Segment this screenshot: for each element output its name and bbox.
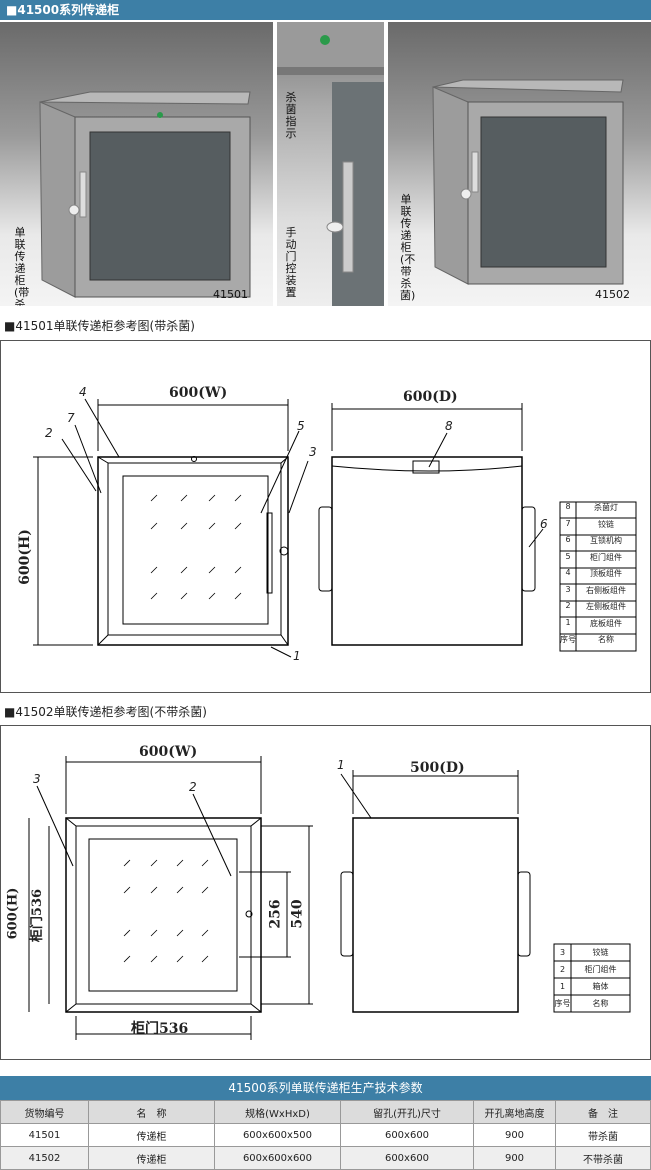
- callout-6: 6: [540, 517, 548, 531]
- section-header: ■41500系列传递柜: [0, 0, 651, 20]
- spec-col: 留孔(开孔)尺寸: [340, 1100, 474, 1124]
- spec-table: 货物编号 名 称 规格(WxHxD) 留孔(开孔)尺寸 开孔离地高度 备 注 4…: [0, 1100, 651, 1170]
- part-name: 顶板组件: [590, 569, 622, 578]
- photo3-side-label: 单联传递柜(不带杀菌): [400, 193, 416, 302]
- spec-cell: 传递柜: [88, 1146, 215, 1170]
- cabinet-illustration-1: [39, 91, 251, 298]
- spec-cell: 900: [473, 1146, 556, 1170]
- door-width-label: 柜门536: [131, 1021, 189, 1037]
- spec-col: 名 称: [88, 1100, 215, 1124]
- spec-col: 开孔离地高度: [473, 1100, 556, 1124]
- spec-col: 规格(WxHxD): [214, 1100, 341, 1124]
- callout-3: 3: [33, 772, 41, 786]
- callout-5: 5: [297, 419, 305, 433]
- glass-marks-2: [123, 859, 209, 963]
- part-name: 右侧板组件: [586, 585, 626, 595]
- part-no: 4: [565, 568, 571, 577]
- spec-title: 41500系列单联传递柜生产技术参数: [0, 1076, 651, 1100]
- parts-header-no: 序号: [554, 999, 571, 1008]
- callout-4: 4: [79, 385, 87, 399]
- spec-cell: 不带杀菌: [555, 1146, 651, 1170]
- part-no: 8: [565, 502, 571, 511]
- callout-1: 1: [293, 649, 301, 663]
- part-name: 杀菌灯: [594, 503, 618, 512]
- photo1-code: 41501: [213, 288, 248, 301]
- part-name: 铰链: [598, 519, 614, 529]
- callout-3: 3: [309, 445, 317, 459]
- photo2-label-top: 杀菌指示: [285, 91, 297, 140]
- side-depth-label: 600(D): [403, 389, 458, 405]
- drawing-41501: 600(W) 600(H) 600(D) 4 7 2 5 3 1 8 6 8 杀菌…: [0, 340, 651, 693]
- spec-col: 备 注: [555, 1100, 651, 1124]
- parts-header-name: 名称: [592, 999, 609, 1008]
- part-no: 2: [559, 965, 566, 974]
- callout-2: 2: [189, 780, 197, 794]
- photo-41502: 单联传递柜(不带杀菌) 41502: [388, 22, 651, 306]
- part-no: 3: [559, 948, 566, 957]
- part-no: 3: [565, 584, 571, 594]
- spec-header-row: 货物编号 名 称 规格(WxHxD) 留孔(开孔)尺寸 开孔离地高度 备 注: [0, 1100, 651, 1124]
- callout-8: 8: [445, 419, 453, 433]
- part-no: 5: [565, 551, 571, 561]
- photo3-code: 41502: [595, 288, 630, 301]
- side-outline: [331, 456, 523, 646]
- table-row: 41502 传递柜 600x600x600 600x600 900 不带杀菌: [0, 1146, 651, 1170]
- side-depth-label-2: 500(D): [410, 760, 465, 776]
- part-name: 柜门组件: [584, 965, 617, 974]
- part-name: 左侧板组件: [586, 602, 626, 611]
- photo2-label-bottom: 手动门控装置: [285, 226, 297, 299]
- drawing-41502-svg: [28, 756, 631, 1040]
- part-name: 铰链: [592, 948, 609, 957]
- part-name: 箱体: [592, 982, 609, 991]
- detail-illustration: [277, 22, 384, 306]
- spec-cell: 41502: [0, 1146, 89, 1170]
- spec-cell: 900: [473, 1123, 556, 1147]
- spec-cell: 600x600x500: [214, 1123, 341, 1147]
- drawing-41502: 600(W) 600(H) 柜门536 柜门536 256 540 500(D)…: [0, 725, 651, 1060]
- spec-col: 货物编号: [0, 1100, 89, 1124]
- photo1-side-label: 单联传递柜(带杀菌): [14, 226, 30, 307]
- front-height-label-2: 600(H): [5, 887, 21, 940]
- section2-title: ■41502单联传递柜参考图(不带杀菌): [4, 705, 207, 719]
- part-no: 1: [559, 982, 566, 991]
- drawing-41501-svg: [33, 398, 637, 658]
- front-width-label: 600(W): [169, 385, 228, 401]
- part-no: 7: [565, 518, 571, 528]
- part-name: 互锁机构: [590, 536, 622, 545]
- front-outline: [97, 456, 289, 646]
- spec-cell: 600x600: [340, 1123, 474, 1147]
- callout-1: 1: [337, 758, 345, 772]
- part-name: 底板组件: [590, 618, 622, 628]
- parts-table-2: 3 铰链 2 柜门组件 1 箱体 序号 名称: [554, 944, 630, 1012]
- door-glass: [122, 475, 269, 625]
- front-height-label: 600(H): [16, 529, 33, 585]
- callout-2: 2: [45, 426, 53, 440]
- spec-cell: 带杀菌: [555, 1123, 651, 1147]
- part-no: 2: [565, 601, 571, 610]
- spec-cell: 600x600: [340, 1146, 474, 1170]
- section1-title: ■41501单联传递柜参考图(带杀菌): [4, 319, 195, 333]
- spec-cell: 41501: [0, 1123, 89, 1147]
- glass-marks: [150, 494, 242, 600]
- dim-540-label: 540: [289, 899, 306, 929]
- parts-header-name: 名称: [598, 635, 614, 644]
- part-no: 1: [565, 617, 571, 627]
- part-no: 6: [565, 535, 571, 544]
- front-width-label-2: 600(W): [139, 744, 198, 760]
- callout-7: 7: [67, 411, 75, 425]
- parts-header-no: 序号: [560, 635, 576, 644]
- photo-41501: 单联传递柜(带杀菌) 41501: [0, 22, 273, 306]
- parts-table-1: 8 杀菌灯 7 铰链 6 互锁机构 5 柜门组件 4 顶板组件 3 右侧板组件 2 左侧板组件…: [560, 502, 636, 651]
- spec-cell: 传递柜: [88, 1123, 215, 1147]
- spec-cell: 600x600x600: [214, 1146, 341, 1170]
- table-row: 41501 传递柜 600x600x500 600x600 900 带杀菌: [0, 1123, 651, 1147]
- part-name: 柜门组件: [590, 552, 622, 562]
- photo-detail: 杀菌指示 手动门控装置: [277, 22, 384, 306]
- door-height-label: 柜门536: [30, 888, 46, 943]
- dim-256-label: 256: [267, 899, 284, 929]
- cabinet-illustration-3: [432, 79, 624, 285]
- door-frame: [107, 462, 282, 636]
- front-outline-2: [65, 817, 262, 1013]
